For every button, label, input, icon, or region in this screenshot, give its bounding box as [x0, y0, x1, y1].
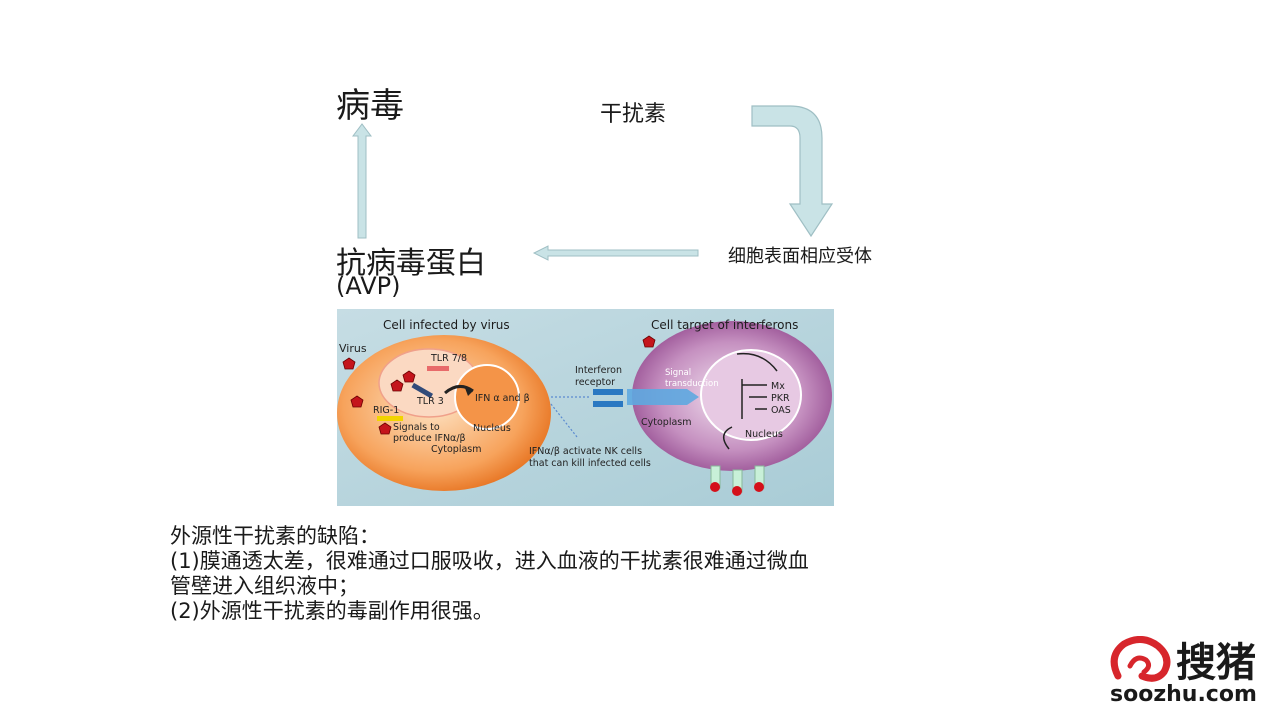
fig-pkr: PKR: [771, 393, 790, 404]
fig-nk-2: that can kill infected cells: [529, 458, 651, 469]
receptor-label: 细胞表面相应受体: [728, 246, 872, 267]
fig-tlr3: TLR 3: [416, 396, 444, 407]
fig-left-title: Cell infected by virus: [383, 318, 510, 332]
interferon-label: 干扰素: [600, 102, 667, 127]
virus-label: 病毒: [336, 86, 404, 126]
fig-nk-1: IFNα/β activate NK cells: [529, 446, 642, 457]
fig-produce: produce IFNα/β: [393, 433, 466, 444]
interferon-figure: Cell infected by virus Cell target of in…: [337, 309, 834, 506]
logo-name: 搜猪: [1176, 639, 1256, 686]
fig-cytoplasm-left: Cytoplasm: [431, 444, 482, 455]
fig-cytoplasm-right: Cytoplasm: [641, 417, 692, 428]
effector-proteins: [710, 465, 765, 496]
right-nucleus: [700, 349, 802, 441]
fig-rig1: RIG-1: [373, 405, 399, 416]
fig-mx: Mx: [771, 381, 785, 392]
interferon-receptor: [593, 389, 623, 395]
notes-line-2: (1)膜通透太差，很难通过口服吸收，进入血液的干扰素很难通过微血: [170, 549, 809, 573]
fig-virus: Virus: [339, 342, 367, 355]
avp-abbreviation: (AVP): [336, 272, 401, 300]
fig-signal-2: transduction: [665, 379, 719, 389]
arrow-interferon-to-receptor: [751, 105, 834, 238]
arrow-receptor-to-avp: [532, 245, 699, 261]
fig-right-title: Cell target of interferons: [651, 318, 798, 332]
fig-ifn-ab: IFN α and β: [475, 393, 530, 404]
fig-signal-1: Signal: [665, 368, 691, 378]
fig-signals: Signals to: [393, 422, 440, 433]
fig-nucleus-left: Nucleus: [473, 423, 511, 434]
fig-nucleus-right: Nucleus: [745, 429, 783, 440]
notes-line-4: (2)外源性干扰素的毒副作用很强。: [170, 599, 494, 623]
fig-tlr78: TLR 7/8: [430, 353, 467, 364]
notes-block: 外源性干扰素的缺陷： (1)膜通透太差，很难通过口服吸收，进入血液的干扰素很难通…: [170, 524, 1090, 624]
left-nucleus: [454, 364, 520, 430]
logo-mark-icon: [1110, 636, 1171, 682]
gene-arrows: [723, 352, 778, 450]
fig-receptor-1: Interferon: [575, 365, 622, 376]
antiviral-protein-label: 抗病毒蛋白: [336, 246, 486, 281]
logo-url: soozhu.com: [1110, 682, 1257, 707]
arrow-up-to-virus: [352, 123, 372, 239]
fig-oas: OAS: [771, 405, 791, 416]
virus-particles: [342, 335, 656, 435]
fig-receptor-2: receptor: [575, 377, 615, 388]
notes-line-1: 外源性干扰素的缺陷：: [170, 524, 380, 548]
notes-line-3: 管壁进入组织液中；: [170, 574, 359, 598]
